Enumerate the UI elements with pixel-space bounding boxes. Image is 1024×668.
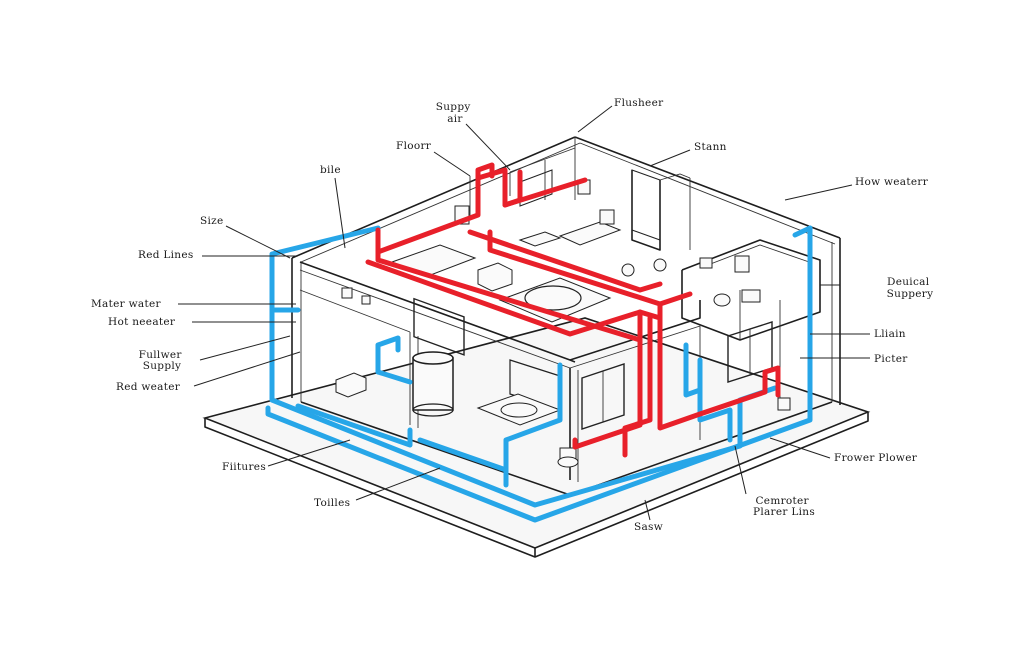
label-how-weaterr: How weaterr [855,176,929,188]
label-picter: Picter [874,353,908,365]
label-toilles: Toilles [314,497,350,509]
upper-tub [498,277,612,323]
water-heater-tank [412,351,454,417]
label-deuical-suppery-line1: Deuical [887,276,930,288]
label-suppy-air: Suppy air [436,101,474,125]
label-suppy-air-line1: Suppy [436,101,471,113]
upper-box [477,262,513,292]
shelf-item [341,287,353,299]
label-mater-water: Mater water [91,298,161,310]
label-cemroter-plarer-lins: Cemroter Plarer Lins [753,495,815,518]
lower-tub-basin [500,402,538,418]
label-cemroter-line2: Plarer Lins [753,506,815,518]
back-cabinet [558,221,622,246]
right-box [699,257,713,269]
label-sasw: Sasw [634,521,663,533]
label-bile: bile [320,164,341,176]
leader-lines [178,105,870,521]
label-frower-plower: Frower Plower [834,452,918,464]
label-floorr: Floorr [396,140,432,152]
back-bench [518,231,562,247]
label-fullwer-supply-line2: Supply [143,360,182,372]
label-deuical-suppery: Deuical Suppery [887,276,934,300]
lower-box [335,372,367,398]
right-lower-fixture [777,397,791,411]
label-red-lines: Red Lines [138,249,194,261]
back-stool [621,263,635,277]
label-suppy-air-line2: air [447,113,463,125]
label-flusheer: Flusheer [614,97,664,109]
label-hot-neeater: Hot neeater [108,316,176,328]
label-deuical-suppery-line2: Suppery [887,288,934,300]
hot-water-pipes [365,162,781,458]
fixtures [335,179,791,468]
building-structure [291,136,841,496]
label-size: Size [200,215,224,227]
cold-water-pipes [265,225,813,523]
back-fixture-2 [599,209,615,225]
right-sink [734,255,750,273]
label-lliain: Lliain [874,328,906,340]
label-fiitures: Fiitures [222,461,266,473]
shelf-item-2 [361,295,371,305]
label-fullwer-supply: Fullwer Supply [139,349,186,372]
upper-tub-basin [524,285,582,311]
label-cemroter-line1: Cemroter [755,495,809,507]
label-red-weater: Red weater [116,381,181,393]
upper-counter [390,244,477,277]
right-toilet [713,293,731,307]
back-stool-2 [653,258,667,272]
callout-labels: Suppy air Flusheer Floorr Stann bile How… [91,97,933,533]
right-cabinet [741,289,761,303]
label-stann: Stann [694,141,727,153]
lower-toilet [557,447,579,468]
label-fullwer-supply-line1: Fullwer [139,349,183,361]
